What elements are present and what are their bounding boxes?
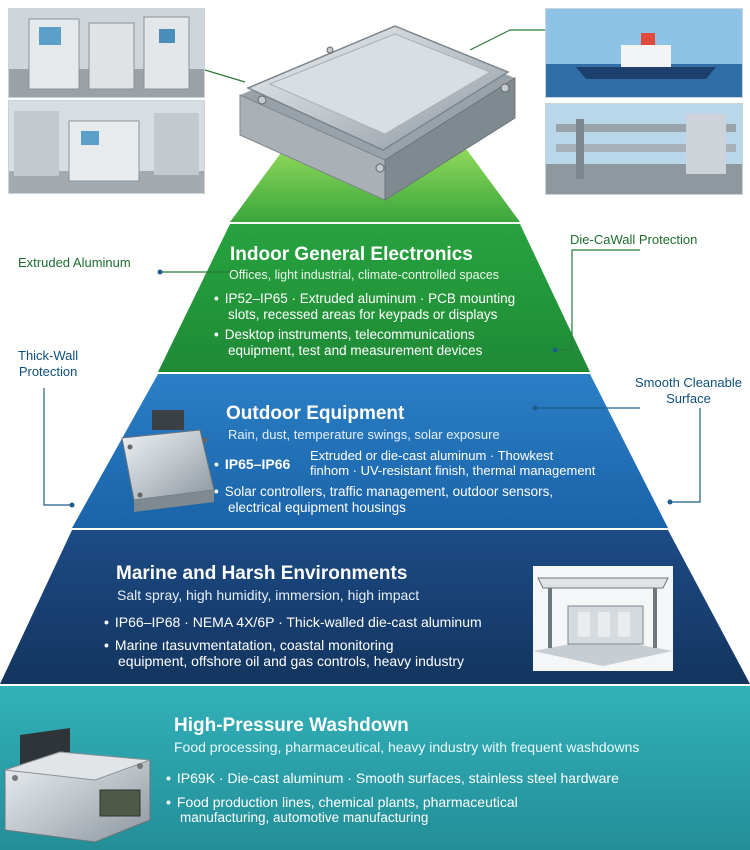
tier-bullet-text: IP52–IP65 · Extruded aluminum · PCB moun… <box>224 291 516 306</box>
tier-bullet-indoor-2b: equipment, test and measurement devices <box>228 343 483 358</box>
connector-thickwall <box>43 388 72 506</box>
tier-bullet-text: Food production lines, chemical plants, … <box>176 794 518 810</box>
ship-photo <box>545 8 743 98</box>
tier-bullet-marine-2b: equipment, offshore oil and gas controls… <box>118 653 465 669</box>
tier-bullet-washdown-2b: manufacturing, automotive manufacturing <box>180 810 429 825</box>
tier-bullet-outdoor-1: Extruded or die-cast aluminum · Thowkest <box>310 448 554 463</box>
callout-thick-wall-line2: Protection <box>18 364 78 379</box>
tier-band-indoor <box>158 224 590 372</box>
connector-dot <box>157 269 163 275</box>
tier-bullet-outdoor-1b: finhom · UV-resistant finish, thermal ma… <box>310 463 596 478</box>
tier-bullet-text: Solar controllers, traffic management, o… <box>224 484 554 499</box>
callout-smooth-line1: Smooth Cleanable <box>635 375 742 390</box>
tier-bullet-washdown-2: •Food production lines, chemical plants,… <box>166 794 518 810</box>
connector-photo-left <box>204 69 246 83</box>
server-room-photo <box>8 100 205 194</box>
tier-bullet-text: Desktop instruments, telecommunications <box>224 327 475 342</box>
callout-die-cast-wall: Die-CaWall Protection <box>570 232 698 247</box>
callout-thick-wall-line1: Thick-Wall <box>18 348 79 363</box>
tier-title-indoor: Indoor General Electronics <box>230 244 473 265</box>
tier-bullet-marine-1: •IP66–IP68 · NEMA 4X/6P · Thick-walled d… <box>104 614 482 630</box>
connector-dot <box>667 499 673 505</box>
tier-bullet-indoor-2: •Desktop instruments, telecommunications <box>214 327 475 342</box>
callout-thick-wall: Thick-Wall Protection <box>18 348 78 380</box>
tier-bullet-marine-2: •Marine ıtasuvmentatation, coastal monit… <box>104 637 394 653</box>
tier-bullet-indoor-1: •IP52–IP65 · Extruded aluminum · PCB mou… <box>214 291 516 306</box>
tier-title-washdown: High-Pressure Washdown <box>174 715 409 736</box>
tier-bullet-indoor-1b: slots, recessed areas for keypads or dis… <box>228 307 498 322</box>
tier-bullet-washdown-1: •IP69K · Die-cast aluminum · Smooth surf… <box>166 770 619 786</box>
tier-band-outdoor <box>72 374 668 528</box>
electrical-cabinets-photo <box>8 8 205 98</box>
tier-bullet-code: IP65–IP66 <box>224 456 291 472</box>
tier-title-marine: Marine and Harsh Environments <box>116 563 408 584</box>
industrial-pipes-photo <box>545 103 743 195</box>
tier-bullet-outdoor-code: •IP65–IP66 <box>214 456 291 472</box>
tier-subtitle-marine: Salt spray, high humidity, immersion, hi… <box>117 587 420 603</box>
tier-bullet-text: IP69K · Die-cast aluminum · Smooth surfa… <box>176 770 619 786</box>
tier-bullet-outdoor-2b: electrical equipment housings <box>228 500 406 515</box>
connector-photo-right <box>469 29 545 51</box>
callout-smooth-cleanable: Smooth Cleanable Surface <box>635 375 742 407</box>
enclosure-washdown-icon <box>4 728 151 843</box>
connector-diecast <box>555 249 640 351</box>
tier-subtitle-indoor: Offices, light industrial, climate-contr… <box>229 268 500 282</box>
enclosure-outdoor-icon <box>121 410 215 512</box>
connector-dot <box>552 347 558 353</box>
offshore-platform-photo <box>533 566 673 671</box>
tier-title-outdoor: Outdoor Equipment <box>226 403 405 424</box>
connector-dot <box>532 405 538 411</box>
connector-dot <box>69 502 75 508</box>
callout-smooth-line2: Surface <box>666 391 711 406</box>
tier-bullet-outdoor-2: •Solar controllers, traffic management, … <box>214 484 554 499</box>
connector-smooth <box>670 408 701 503</box>
enclosure-main-icon <box>239 25 516 201</box>
tier-bullet-text: IP66–IP68 · NEMA 4X/6P · Thick-walled di… <box>114 614 482 630</box>
tier-bullet-text: Marine ıtasuvmentatation, coastal monito… <box>114 637 394 653</box>
callout-extruded-aluminum: Extruded Aluminum <box>18 255 131 270</box>
tier-subtitle-outdoor: Rain, dust, temperature swings, solar ex… <box>228 427 500 442</box>
tier-subtitle-washdown: Food processing, pharmaceutical, heavy i… <box>174 739 640 755</box>
